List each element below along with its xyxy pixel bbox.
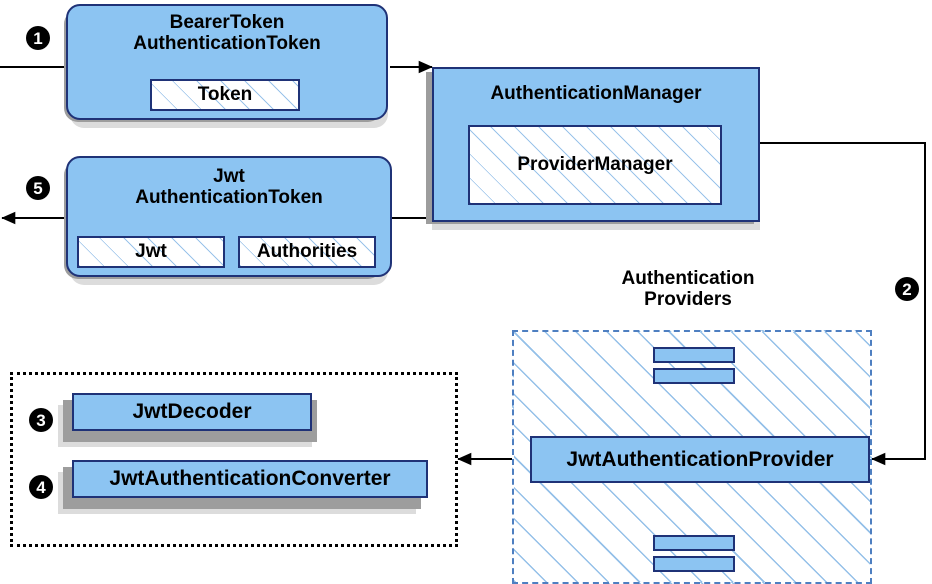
field-authorities-label: Authorities bbox=[256, 241, 358, 262]
jwt-token-title-line2: AuthenticationToken bbox=[135, 187, 323, 209]
providers-group-title-line1: Authentication bbox=[621, 268, 755, 289]
collapsed-provider-bar-top-2[interactable] bbox=[653, 368, 735, 384]
jwt-authentication-converter-label: JwtAuthenticationConverter bbox=[109, 467, 391, 491]
bearer-token-title-line2: AuthenticationToken bbox=[133, 33, 321, 55]
node-jwt-authentication-token[interactable]: Jwt AuthenticationToken bbox=[66, 156, 392, 277]
marker-step-2-label: 2 bbox=[902, 279, 912, 299]
jwt-authentication-provider-label: JwtAuthenticationProvider bbox=[566, 447, 834, 471]
field-provider-manager-label: ProviderManager bbox=[517, 154, 673, 175]
field-provider-manager[interactable]: ProviderManager bbox=[468, 125, 722, 205]
node-jwt-authentication-converter[interactable]: JwtAuthenticationConverter bbox=[72, 460, 428, 498]
authentication-manager-title: AuthenticationManager bbox=[490, 83, 702, 104]
marker-step-5: 5 bbox=[26, 176, 50, 200]
providers-group-title-line2: Providers bbox=[644, 289, 732, 311]
node-jwt-decoder[interactable]: JwtDecoder bbox=[72, 393, 312, 431]
marker-step-4-label: 4 bbox=[36, 477, 46, 497]
node-jwt-authentication-provider[interactable]: JwtAuthenticationProvider bbox=[530, 436, 870, 483]
collapsed-provider-bar-bottom-1[interactable] bbox=[653, 535, 735, 551]
bearer-token-title-line1: BearerToken bbox=[169, 12, 285, 33]
field-bearer-token-label: Token bbox=[197, 84, 253, 105]
jwt-support-container bbox=[10, 372, 458, 547]
field-authorities[interactable]: Authorities bbox=[238, 236, 376, 268]
collapsed-provider-bar-top-1[interactable] bbox=[653, 347, 735, 363]
field-bearer-token[interactable]: Token bbox=[150, 79, 300, 111]
jwt-token-title-line1: Jwt bbox=[213, 166, 245, 187]
marker-step-1: 1 bbox=[26, 26, 50, 50]
marker-step-3: 3 bbox=[29, 408, 53, 432]
field-jwt-label: Jwt bbox=[135, 241, 167, 262]
marker-step-1-label: 1 bbox=[33, 28, 43, 48]
marker-step-3-label: 3 bbox=[36, 410, 46, 430]
jwt-decoder-label: JwtDecoder bbox=[132, 400, 252, 424]
providers-group-title: Authentication Providers bbox=[562, 268, 814, 311]
field-jwt[interactable]: Jwt bbox=[77, 236, 225, 268]
node-bearer-token-authentication-token[interactable]: BearerToken AuthenticationToken bbox=[66, 4, 388, 120]
marker-step-5-label: 5 bbox=[33, 178, 43, 198]
marker-step-2: 2 bbox=[895, 277, 919, 301]
marker-step-4: 4 bbox=[29, 475, 53, 499]
collapsed-provider-bar-bottom-2[interactable] bbox=[653, 556, 735, 572]
